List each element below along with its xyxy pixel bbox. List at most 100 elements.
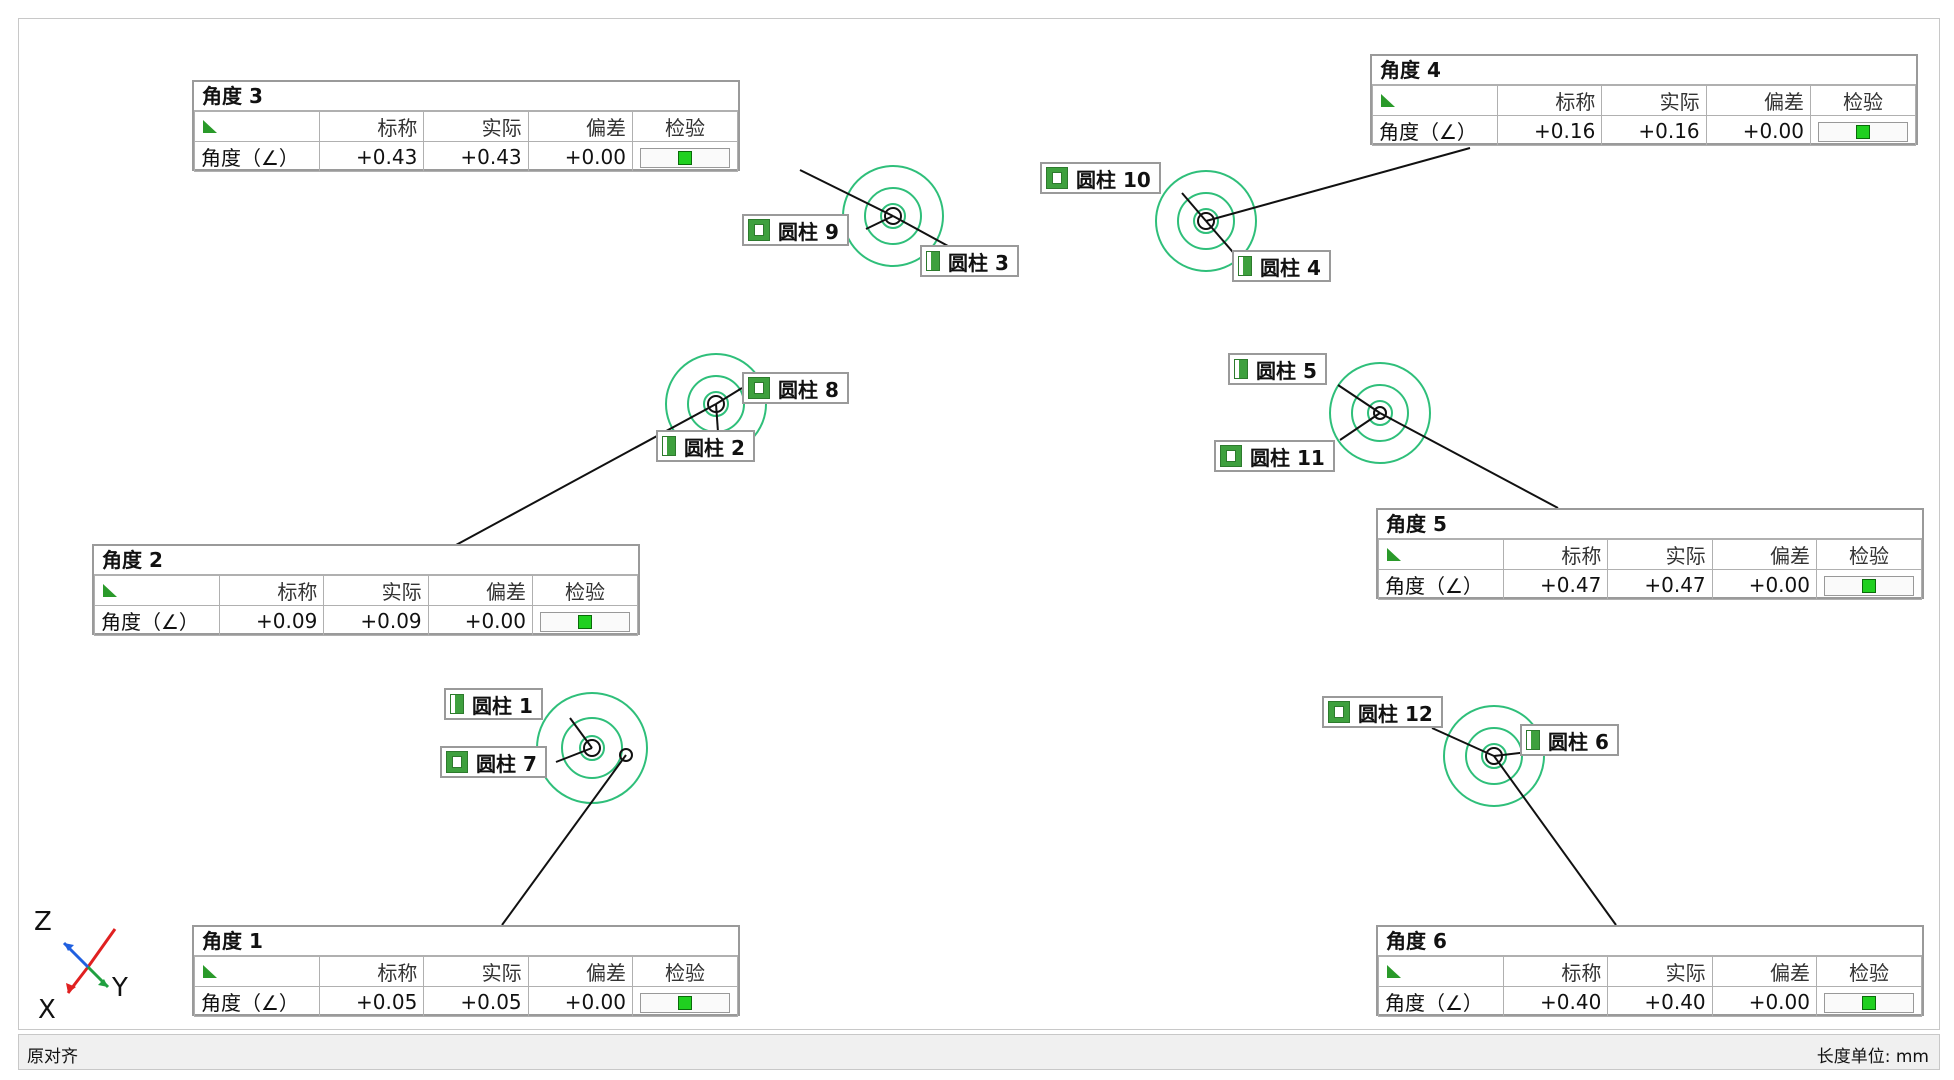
status-led: [1862, 579, 1876, 593]
header-check: 检验: [1816, 539, 1922, 570]
panel-title: 角度 4: [1372, 56, 1916, 85]
header-deviation: 偏差: [527, 111, 634, 142]
check-indicator: [1824, 576, 1914, 596]
nominal-value: +0.47: [1502, 569, 1609, 600]
row-label: 角度（∠）: [194, 141, 320, 172]
length-unit: 长度单位: mm: [1816, 1047, 1929, 1067]
angle-panel-1: 角度 1 标称 实际 偏差 检验 角度（∠） +0.05 +0.05 +0.00: [192, 925, 740, 1017]
nominal-value: +0.09: [218, 605, 325, 636]
header-check: 检验: [1810, 85, 1916, 116]
cylinder-full-icon: [1328, 701, 1350, 723]
label-text: 圆柱 5: [1256, 358, 1317, 383]
actual-value: +0.47: [1607, 569, 1713, 600]
label-text: 圆柱 4: [1260, 255, 1321, 280]
cylinder-label-4[interactable]: 圆柱 4: [1232, 250, 1331, 282]
cylinder-half-icon: [926, 251, 940, 271]
nominal-value: +0.43: [318, 141, 425, 172]
actual-value: +0.09: [323, 605, 429, 636]
cylinder-full-icon: [1220, 445, 1242, 467]
label-text: 圆柱 8: [778, 377, 839, 402]
panel-title: 角度 6: [1378, 927, 1922, 956]
header-actual: 实际: [1607, 956, 1713, 987]
panel-title: 角度 3: [194, 82, 738, 111]
check-indicator: [1818, 122, 1908, 142]
feature-rings-mid-right: [1329, 362, 1431, 464]
status-led: [678, 151, 692, 165]
row-label: 角度（∠）: [1378, 569, 1504, 600]
status-bar: 原对齐 长度单位: mm: [18, 1034, 1940, 1070]
deviation-value: +0.00: [427, 605, 534, 636]
deviation-value: +0.00: [527, 141, 634, 172]
cylinder-full-icon: [748, 219, 770, 241]
check-indicator: [640, 993, 730, 1013]
nominal-value: +0.40: [1502, 986, 1609, 1017]
check-indicator: [540, 612, 630, 632]
panel-title: 角度 5: [1378, 510, 1922, 539]
header-check: 检验: [532, 575, 638, 606]
angle-icon: [203, 119, 217, 133]
header-deviation: 偏差: [427, 575, 534, 606]
label-text: 圆柱 1: [472, 693, 533, 718]
axis-y-label: Y: [112, 973, 128, 1003]
deviation-value: +0.00: [1711, 986, 1818, 1017]
cylinder-half-icon: [450, 694, 464, 714]
header-actual: 实际: [423, 956, 529, 987]
deviation-value: +0.00: [527, 986, 634, 1017]
cylinder-full-icon: [748, 377, 770, 399]
cylinder-label-5[interactable]: 圆柱 5: [1228, 353, 1327, 385]
cylinder-label-12[interactable]: 圆柱 12: [1322, 696, 1443, 728]
axis-triad-icon: [62, 928, 117, 994]
header-deviation: 偏差: [1711, 956, 1818, 987]
deviation-value: +0.00: [1705, 115, 1812, 146]
header-actual: 实际: [323, 575, 429, 606]
header-nominal: 标称: [218, 575, 325, 606]
alignment-status: 原对齐: [27, 1047, 78, 1067]
cylinder-full-icon: [446, 751, 468, 773]
status-led: [678, 996, 692, 1010]
header-actual: 实际: [1607, 539, 1713, 570]
cylinder-half-icon: [1234, 359, 1248, 379]
header-nominal: 标称: [1502, 539, 1609, 570]
angle-panel-6: 角度 6 标称 实际 偏差 检验 角度（∠） +0.40 +0.40 +0.00: [1376, 925, 1924, 1017]
angle-icon: [1381, 93, 1395, 107]
nominal-value: +0.05: [318, 986, 425, 1017]
label-text: 圆柱 9: [778, 219, 839, 244]
cylinder-label-7[interactable]: 圆柱 7: [440, 746, 547, 778]
actual-value: +0.43: [423, 141, 529, 172]
header-actual: 实际: [1601, 85, 1707, 116]
cylinder-label-10[interactable]: 圆柱 10: [1040, 162, 1161, 194]
header-check: 检验: [1816, 956, 1922, 987]
cylinder-label-2[interactable]: 圆柱 2: [656, 430, 755, 462]
label-text: 圆柱 3: [948, 250, 1009, 275]
status-led: [1862, 996, 1876, 1010]
panel-title: 角度 1: [194, 927, 738, 956]
row-label: 角度（∠）: [1378, 986, 1504, 1017]
actual-value: +0.05: [423, 986, 529, 1017]
cylinder-half-icon: [1238, 256, 1252, 276]
cylinder-label-1[interactable]: 圆柱 1: [444, 688, 543, 720]
label-text: 圆柱 6: [1548, 729, 1609, 754]
cylinder-label-9[interactable]: 圆柱 9: [742, 214, 849, 246]
cylinder-label-11[interactable]: 圆柱 11: [1214, 440, 1335, 472]
feature-rings-top-right: [1155, 170, 1257, 272]
cylinder-label-6[interactable]: 圆柱 6: [1520, 724, 1619, 756]
axis-z-label: Z: [34, 907, 52, 937]
status-led: [1856, 125, 1870, 139]
actual-value: +0.40: [1607, 986, 1713, 1017]
cylinder-half-icon: [662, 436, 676, 456]
label-text: 圆柱 11: [1250, 445, 1325, 470]
row-label: 角度（∠）: [1372, 115, 1498, 146]
angle-panel-2: 角度 2 标称 实际 偏差 检验 角度（∠） +0.09 +0.09 +0.00: [92, 544, 640, 636]
cylinder-label-3[interactable]: 圆柱 3: [920, 245, 1019, 277]
feature-rings-bottom-right: [1443, 705, 1545, 807]
check-indicator: [1824, 993, 1914, 1013]
panel-title: 角度 2: [94, 546, 638, 575]
deviation-value: +0.00: [1711, 569, 1818, 600]
check-indicator: [640, 148, 730, 168]
cylinder-label-8[interactable]: 圆柱 8: [742, 372, 849, 404]
angle-panel-4: 角度 4 标称 实际 偏差 检验 角度（∠） +0.16 +0.16 +0.00: [1370, 54, 1918, 146]
cylinder-half-icon: [1526, 730, 1540, 750]
actual-value: +0.16: [1601, 115, 1707, 146]
label-text: 圆柱 12: [1358, 701, 1433, 726]
